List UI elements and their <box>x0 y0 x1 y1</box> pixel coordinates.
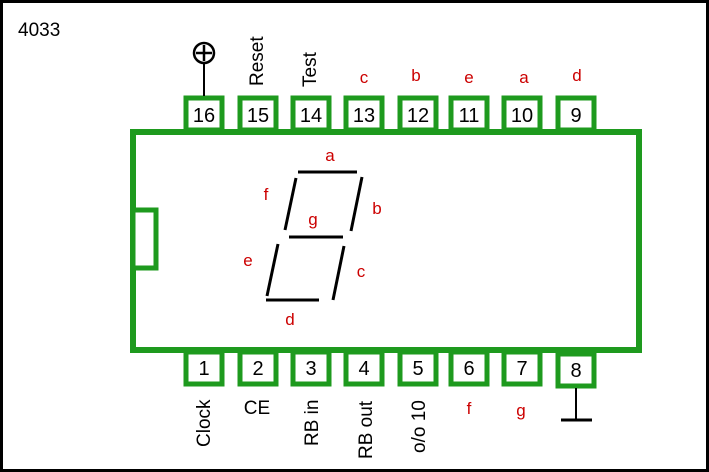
pin-box <box>343 95 385 133</box>
pin-8: 8 <box>555 351 597 389</box>
pin-number: 14 <box>300 105 322 127</box>
chip-name: 4033 <box>18 20 60 41</box>
pin-2: 2 <box>237 349 279 387</box>
bottom-pin-labels: Clock CE RB in RB out o/o 10 f g <box>194 388 592 459</box>
pin-6: 6 <box>448 349 490 387</box>
pin-5: 5 <box>397 349 439 387</box>
pin-number: 8 <box>570 360 581 382</box>
pin-number: 11 <box>459 105 480 127</box>
pin-box <box>448 95 490 133</box>
pin-10: 10 <box>501 95 543 133</box>
pin-box <box>397 95 439 133</box>
pin-label-b: b <box>411 66 420 85</box>
pin-box <box>183 349 225 387</box>
bottom-pin-row: 1 2 3 4 5 6 7 8 <box>183 349 597 389</box>
pin-9: 9 <box>555 95 597 133</box>
pin-number: 15 <box>247 105 269 127</box>
pin-label-rb-out: RB out <box>356 400 377 459</box>
pin-label-test: Test <box>300 51 321 87</box>
pin-4: 4 <box>343 349 385 387</box>
pin-box <box>501 95 543 133</box>
top-pin-labels: Reset Test c b e a d <box>192 36 582 96</box>
pin-label-a: a <box>519 68 529 87</box>
seven-segment-display: a b c d e f g <box>243 146 381 329</box>
pin-13: 13 <box>343 95 385 133</box>
segment-label-c: c <box>357 262 366 281</box>
pin-box <box>397 349 439 387</box>
pin-number: 2 <box>252 358 263 380</box>
pin-label-c: c <box>360 68 369 87</box>
segment-c <box>331 245 346 301</box>
pin-label-rb-in: RB in <box>302 400 323 446</box>
pin-box <box>183 95 225 133</box>
top-pin-row: 16 15 14 13 12 11 10 9 <box>183 95 597 133</box>
pin-label-f: f <box>467 399 472 418</box>
pin-15: 15 <box>237 95 279 133</box>
pin-number: 5 <box>412 358 423 380</box>
pin-label-d: d <box>572 66 581 85</box>
pin-14: 14 <box>290 95 332 133</box>
segment-label-g: g <box>308 210 317 229</box>
pin-label-ce: CE <box>244 398 270 419</box>
pin-number: 12 <box>407 105 429 127</box>
pin-box <box>237 95 279 133</box>
pin-number: 1 <box>198 358 209 380</box>
pin-label-g: g <box>516 401 525 420</box>
pin-12: 12 <box>397 95 439 133</box>
pin-number: 4 <box>358 358 369 380</box>
pin-box <box>237 349 279 387</box>
pin-7: 7 <box>501 349 543 387</box>
pin-number: 13 <box>353 105 375 127</box>
pin-number: 3 <box>305 358 316 380</box>
segment-b <box>349 176 364 232</box>
pin-16: 16 <box>183 95 225 133</box>
ic-notch <box>130 207 159 271</box>
pin-label-oo10: o/o 10 <box>409 400 430 453</box>
pin-label-clock: Clock <box>194 399 215 447</box>
pin-label-reset: Reset <box>247 36 268 86</box>
pin-box <box>290 95 332 133</box>
pin-number: 16 <box>193 105 215 127</box>
segment-label-a: a <box>325 146 335 165</box>
pin-box <box>501 349 543 387</box>
segment-label-b: b <box>372 199 381 218</box>
segment-e <box>265 243 280 297</box>
pin-1: 1 <box>183 349 225 387</box>
pin-box <box>290 349 332 387</box>
pin-box <box>555 351 597 389</box>
segment-label-f: f <box>264 185 269 204</box>
pin-number: 7 <box>516 358 527 380</box>
pin-label-e: e <box>464 68 473 87</box>
pin-11: 11 <box>448 95 490 133</box>
pin-box <box>343 349 385 387</box>
segment-label-e: e <box>243 251 252 270</box>
pin-number: 6 <box>463 358 474 380</box>
segment-label-d: d <box>285 310 294 329</box>
pin-box <box>555 95 597 133</box>
ground-icon <box>561 388 592 422</box>
plus-circle-icon <box>192 41 216 96</box>
pin-number: 9 <box>570 105 581 127</box>
pin-number: 10 <box>511 105 533 127</box>
ic-body <box>130 129 642 353</box>
pin-3: 3 <box>290 349 332 387</box>
pin-box <box>448 349 490 387</box>
segment-f <box>283 177 298 231</box>
